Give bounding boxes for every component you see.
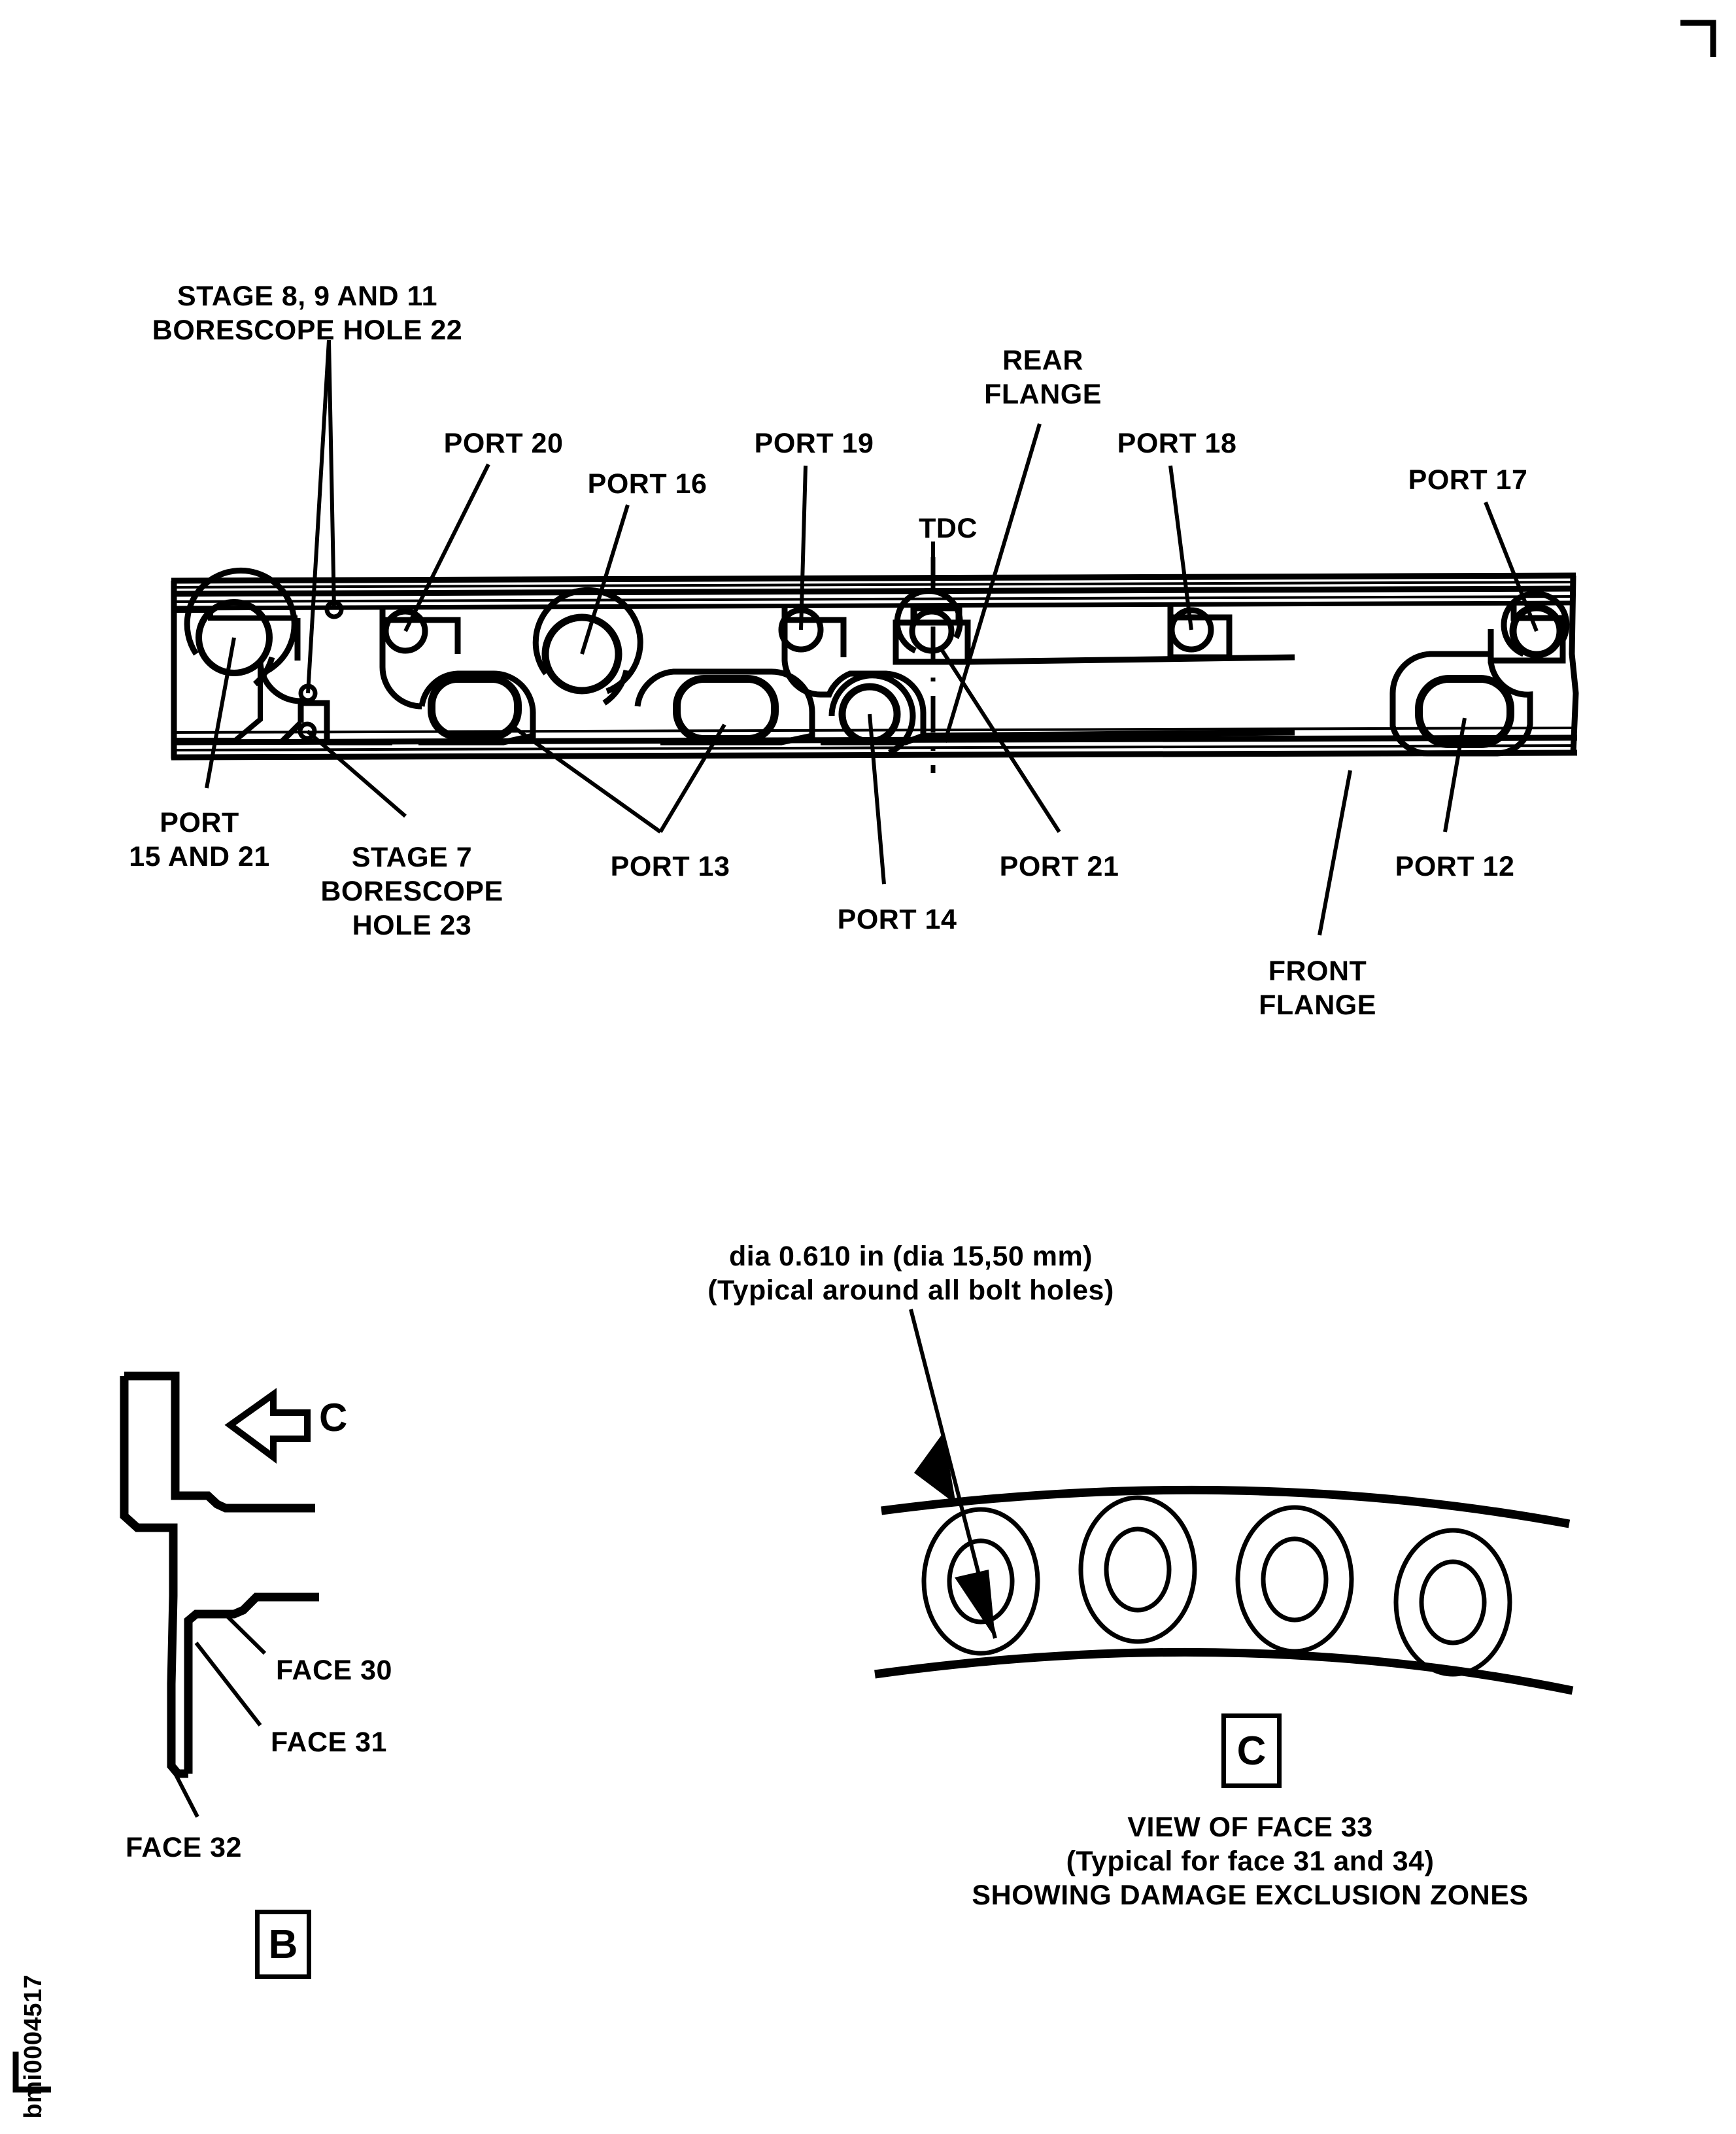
corner-mark-bottom-left: [12, 2052, 51, 2093]
port-13-right-oval: [673, 675, 779, 743]
port-13-left-outline: [418, 670, 536, 746]
view-c-bolt-hole-4: [1393, 1528, 1512, 1677]
leader-port12: [1443, 717, 1467, 833]
view-c-caption-line-2: (Typical for face 31 and 34): [1066, 1846, 1435, 1877]
label-port-13: PORT 13: [610, 851, 730, 882]
front-flange-thin-lines: [173, 727, 1576, 751]
port-18-boss: [1167, 606, 1233, 661]
port-18-hole: [1168, 607, 1214, 653]
casing-right-end: [1569, 575, 1579, 754]
label-port-17: PORT 17: [1408, 464, 1528, 496]
label-bolt-hole-diameter-note: dia 0.610 in (dia 15,50 mm) (Typical aro…: [707, 1241, 1114, 1306]
borescope-hole-23-marker: [298, 721, 317, 741]
label-port-19: PORT 19: [754, 428, 874, 459]
casing-bay-large-profile: [923, 654, 1295, 739]
view-b-leaders: [173, 1611, 267, 1818]
port-16-ring-outer: [541, 613, 622, 695]
view-c-dimension-arrowhead-bottom: [955, 1570, 995, 1638]
label-face-30: FACE 30: [276, 1655, 392, 1686]
rear-flange-thin-lines: [171, 581, 1576, 603]
label-stage-8-9-11-borescope-hole-22: STAGE 8, 9 AND 11 BORESCOPE HOLE 22: [152, 281, 463, 346]
rear-flange-inner-line: [172, 600, 1575, 611]
leader-face30: [222, 1611, 267, 1655]
casing-bay-1-profile: [257, 618, 304, 745]
leader-port18: [1168, 465, 1193, 630]
port-17-hole: [1509, 604, 1564, 659]
port-21-ring: [894, 588, 963, 654]
label-port-15-and-21: PORT 15 AND 21: [129, 807, 270, 872]
port-13-right-outline: [634, 668, 815, 746]
leader-port1521: [205, 637, 236, 789]
casing-elevation: [171, 557, 1579, 773]
leader-rear-flange: [943, 423, 1042, 743]
label-port-20: PORT 20: [443, 428, 564, 459]
view-b-section: [120, 1371, 319, 1818]
rear-flange-lines: [171, 572, 1576, 597]
port-17-ring: [1501, 591, 1570, 657]
label-face-31: FACE 31: [271, 1727, 387, 1758]
leader-port20: [403, 463, 490, 632]
leader-port19: [799, 465, 808, 630]
label-port-21: PORT 21: [999, 851, 1119, 882]
view-c-bolt-hole-3: [1235, 1505, 1354, 1654]
view-c-bolt-hole-2: [1078, 1495, 1197, 1644]
label-port-18: PORT 18: [1117, 428, 1237, 459]
port-13-left-oval: [428, 675, 522, 740]
view-c-caption-line-3: SHOWING DAMAGE EXCLUSION ZONES: [972, 1880, 1529, 1911]
port-15-21-ring: [184, 567, 298, 687]
port-15-21-circle: [196, 599, 273, 676]
view-b-arrow-c: [224, 1388, 311, 1464]
view-c-band-outer-arc: [881, 1485, 1571, 1528]
leader-port13-a: [509, 723, 662, 834]
leader-stage7: [306, 729, 407, 818]
view-c-caption-line-1: VIEW OF FACE 33: [1127, 1812, 1373, 1843]
label-port-12: PORT 12: [1395, 851, 1515, 882]
label-front-flange: FRONT FLANGE: [1259, 955, 1376, 1021]
view-c-dimension-arrowhead-top: [914, 1432, 956, 1504]
figure-id-text: bmi0004517: [20, 1974, 47, 2119]
leader-stage8911-a: [327, 339, 336, 610]
leader-port21: [938, 646, 1061, 833]
main-view-leader-lines: [205, 339, 1539, 936]
leader-face32: [173, 1772, 199, 1818]
leader-port13-b: [658, 723, 726, 833]
port-14-ring: [828, 672, 916, 756]
view-b-arrow-label-c: C: [319, 1396, 348, 1439]
bolt-boss-left: [302, 700, 392, 746]
leader-stage8911-b: [306, 339, 331, 694]
label-port-14: PORT 14: [837, 904, 957, 935]
view-c-band-inner-arc: [874, 1647, 1574, 1695]
leader-port14: [868, 714, 886, 885]
label-port-16: PORT 16: [587, 468, 707, 500]
view-tag-c: C: [1221, 1713, 1282, 1788]
view-c-bolt-hole-1: [921, 1507, 1040, 1656]
leader-port16: [580, 504, 630, 655]
label-face-32: FACE 32: [126, 1832, 242, 1863]
port-12-oval: [1415, 675, 1514, 748]
label-stage-7-borescope-hole-23: STAGE 7 BORESCOPE HOLE 23: [320, 842, 503, 941]
label-rear-flange: REAR FLANGE: [984, 345, 1102, 410]
leader-front-flange: [1318, 770, 1352, 936]
port-12-outline: [1389, 651, 1533, 757]
leader-port17: [1484, 501, 1539, 632]
view-b-flange-profile: [120, 1371, 319, 1778]
view-c-section: [874, 1309, 1574, 1695]
leader-face31: [194, 1642, 262, 1727]
casing-bay-mid-profile: [821, 670, 927, 746]
label-tdc: TDC: [919, 513, 978, 544]
port-20-hole: [383, 608, 428, 654]
view-tag-b: B: [255, 1910, 311, 1979]
port-19-boss: [781, 607, 847, 698]
corner-mark-top-right: [1680, 20, 1716, 57]
